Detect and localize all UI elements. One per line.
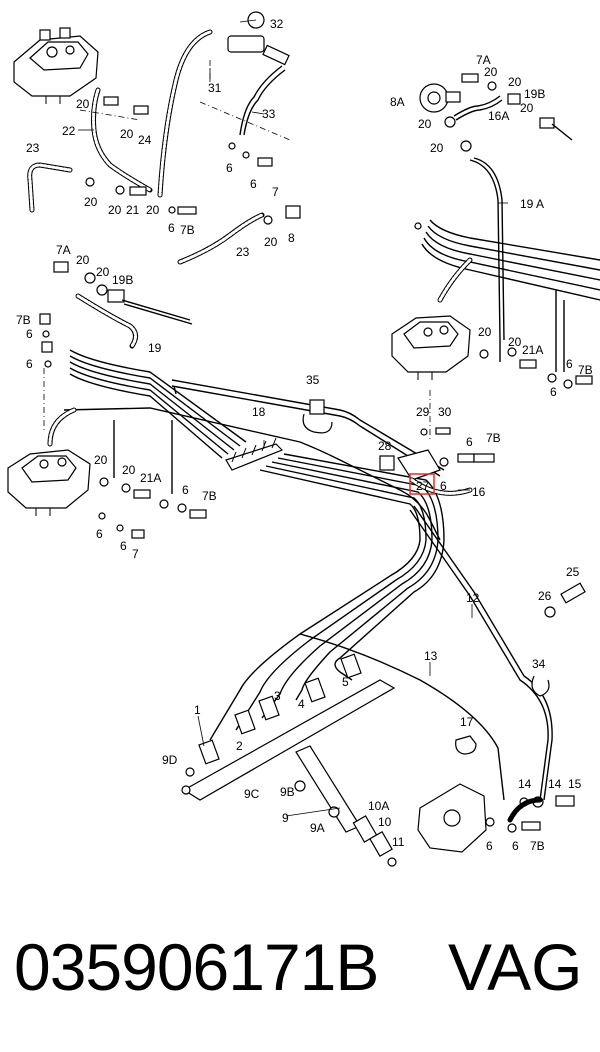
callout-21: 21	[126, 203, 140, 217]
callout-7b: 7B	[530, 839, 545, 853]
callout-20: 20	[76, 97, 90, 111]
brand-name: VAG	[448, 930, 583, 1004]
callout-1: 1	[194, 703, 201, 717]
callout-7b: 7B	[16, 313, 31, 327]
bottom-right-assembly	[379, 427, 586, 853]
callout-7a: 7A	[476, 53, 491, 67]
callout-6: 6	[512, 839, 519, 853]
callout-3: 3	[274, 689, 281, 703]
callout-4: 4	[298, 697, 305, 711]
callout-18: 18	[252, 405, 266, 419]
callout-6: 6	[26, 327, 33, 341]
callout-6: 6	[486, 839, 493, 853]
callout-33: 33	[262, 107, 276, 121]
callout-20: 20	[418, 117, 432, 131]
callout-20: 20	[76, 253, 90, 267]
callout-21a: 21A	[140, 471, 161, 485]
callout-34: 34	[532, 657, 546, 671]
callout-7: 7	[132, 547, 139, 561]
callout-8a: 8A	[390, 95, 405, 109]
middle-left-assembly	[7, 261, 445, 541]
callout-6: 6	[550, 385, 557, 399]
callout-16a: 16A	[488, 109, 509, 123]
callout-7b: 7B	[578, 363, 593, 377]
callout-20: 20	[430, 141, 444, 155]
callout-9d: 9D	[162, 753, 178, 767]
callout-19: 19	[148, 341, 162, 355]
callout-6: 6	[26, 357, 33, 371]
callout-35: 35	[306, 373, 320, 387]
callout-25: 25	[566, 565, 580, 579]
callout-17: 17	[460, 715, 474, 729]
callout-6: 6	[440, 479, 447, 493]
callout-20: 20	[508, 335, 522, 349]
center-bundle	[173, 385, 553, 801]
callout-7: 7	[272, 185, 279, 199]
callout-21a: 21A	[522, 343, 543, 357]
callout-13: 13	[424, 649, 438, 663]
callout-19b: 19B	[112, 273, 133, 287]
callout-28: 28	[378, 439, 392, 453]
callout-10a: 10A	[368, 799, 389, 813]
callout-9a: 9A	[310, 821, 325, 835]
part-number: 035906171B	[14, 930, 379, 1004]
callout-7b: 7B	[486, 431, 501, 445]
callout-6: 6	[226, 161, 233, 175]
callout-7a: 7A	[56, 243, 71, 257]
callout-19a: 19 A	[520, 197, 544, 211]
callout-6: 6	[120, 539, 127, 553]
callout-2: 2	[236, 739, 243, 753]
callout-20: 20	[94, 453, 108, 467]
fuel-line-exploded-diagram: 32 31 20 20 24 33 22 23 6 6 7 20 20 21 2…	[7, 11, 600, 867]
highlight-box	[409, 473, 435, 495]
callout-20: 20	[508, 75, 522, 89]
callout-6: 6	[182, 483, 189, 497]
callout-8: 8	[288, 231, 295, 245]
callout-20: 20	[120, 127, 134, 141]
top-left-assembly	[13, 11, 301, 265]
callout-6: 6	[96, 527, 103, 541]
callout-27: 27	[416, 479, 430, 493]
callout-16: 16	[472, 485, 486, 499]
callout-20: 20	[122, 463, 136, 477]
callout-20: 20	[520, 101, 534, 115]
callout-22: 22	[62, 124, 76, 138]
callout-9b: 9B	[280, 785, 295, 799]
callout-6: 6	[250, 177, 257, 191]
callout-5: 5	[342, 675, 349, 689]
callout-6: 6	[466, 435, 473, 449]
callout-29: 29	[416, 405, 430, 419]
callout-6: 6	[566, 357, 573, 371]
leader-lines	[78, 19, 508, 817]
callout-14: 14	[518, 777, 532, 791]
callout-11: 11	[392, 835, 405, 849]
callout-23: 23	[236, 245, 250, 259]
callout-15: 15	[568, 777, 582, 791]
callout-19b: 19B	[524, 87, 545, 101]
callout-12: 12	[466, 591, 480, 605]
callout-10: 10	[378, 815, 392, 829]
callout-20: 20	[108, 203, 122, 217]
callout-20: 20	[146, 203, 160, 217]
callout-9: 9	[282, 811, 289, 825]
callout-20: 20	[84, 195, 98, 209]
callout-7b: 7B	[180, 223, 195, 237]
callout-20: 20	[264, 235, 278, 249]
callout-20: 20	[484, 65, 498, 79]
callout-20: 20	[478, 325, 492, 339]
callout-31: 31	[208, 81, 222, 95]
callout-26: 26	[538, 589, 552, 603]
callout-7b: 7B	[202, 489, 217, 503]
callout-9c: 9C	[244, 787, 260, 801]
callout-30: 30	[438, 405, 452, 419]
callout-labels: 32 31 20 20 24 33 22 23 6 6 7 20 20 21 2…	[16, 17, 593, 853]
callout-20: 20	[96, 265, 110, 279]
callout-23: 23	[26, 141, 40, 155]
injector-row	[181, 653, 397, 867]
callout-14: 14	[548, 777, 562, 791]
callout-24: 24	[138, 133, 152, 147]
callout-32: 32	[270, 17, 284, 31]
callout-6: 6	[168, 221, 175, 235]
top-right-assembly	[391, 73, 600, 389]
